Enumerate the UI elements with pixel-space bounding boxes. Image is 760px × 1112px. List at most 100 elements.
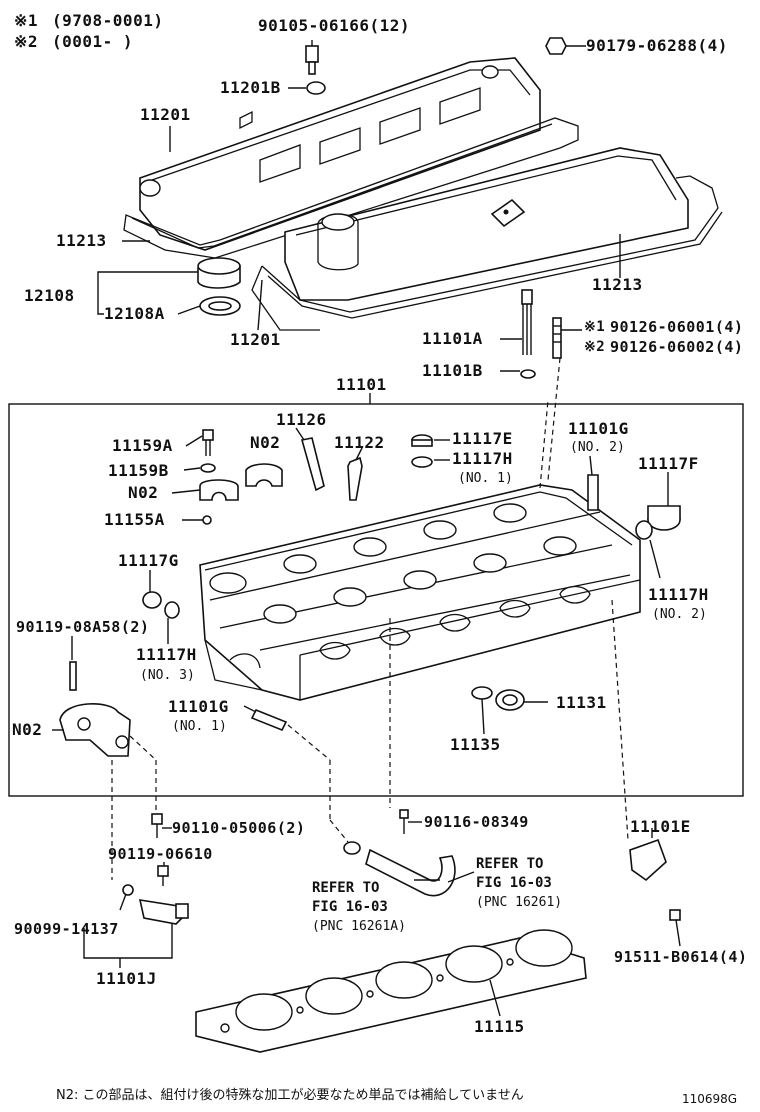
part-90105-06166: 90105-06166(12) bbox=[258, 16, 410, 35]
bolt-90105 bbox=[305, 45, 319, 75]
cylinder-head bbox=[199, 484, 641, 701]
part-11101g-no2-note: (NO. 2) bbox=[570, 440, 625, 455]
part-11159a: 11159A bbox=[112, 436, 173, 455]
part-11117f: 11117F bbox=[638, 454, 699, 473]
bearing-cap-n02-a bbox=[245, 463, 283, 487]
assembly-dashed-lines bbox=[111, 357, 629, 880]
part-11101g-no1: 11101G bbox=[168, 697, 229, 716]
plug-11117g bbox=[142, 591, 162, 609]
part-91511-b0614: 91511-B0614(4) bbox=[614, 948, 748, 966]
plug-11117e bbox=[411, 434, 433, 447]
variant2-mark: ※2 bbox=[14, 32, 39, 51]
part-11155a: 11155A bbox=[104, 510, 165, 529]
part-11101j: 11101J bbox=[96, 969, 157, 988]
cover-gasket-right bbox=[251, 175, 723, 331]
washer-11101b bbox=[520, 369, 536, 379]
part-11117h-no2-note: (NO. 2) bbox=[652, 607, 707, 622]
part-90179-06288: 90179-06288(4) bbox=[586, 36, 728, 55]
part-11101: 11101 bbox=[336, 375, 387, 394]
part-90126-06002: 90126-06002(4) bbox=[610, 338, 744, 356]
part-12108: 12108 bbox=[24, 286, 75, 305]
figure-code: 110698G bbox=[682, 1092, 738, 1106]
refer-to-right-pnc: (PNC 16261) bbox=[476, 895, 563, 910]
housing-n02-c bbox=[59, 661, 131, 757]
part-n02-a: N02 bbox=[250, 433, 281, 452]
head-gasket-11115 bbox=[195, 929, 587, 1053]
sensor-11101e bbox=[629, 838, 681, 921]
part-11135: 11135 bbox=[450, 735, 501, 754]
part-11117e: 11117E bbox=[452, 429, 513, 448]
footnote-n2: N2: この部品は、組付け後の特殊な加工が必要なため単品では補給していません bbox=[56, 1088, 524, 1103]
part-90099-14137: 90099-14137 bbox=[14, 920, 119, 938]
plug-11117f bbox=[647, 505, 681, 531]
cylinder-head-cover-upper bbox=[139, 57, 541, 251]
cylinder-head-group-box bbox=[8, 403, 744, 797]
refer-to-left-line2: FIG 16-03 bbox=[312, 899, 388, 915]
part-11213-right: 11213 bbox=[592, 275, 643, 294]
variant2-range: (0001- ) bbox=[52, 32, 134, 51]
nut-90179 bbox=[545, 37, 567, 55]
grommet-11201b bbox=[306, 81, 326, 95]
stud-bolt-90126 bbox=[552, 317, 562, 359]
variant1-stud-mark: ※1 bbox=[584, 319, 606, 335]
oil-filler-gasket bbox=[199, 296, 241, 316]
seal-11131 bbox=[495, 689, 525, 711]
valve-guide-11126 bbox=[300, 437, 325, 492]
cover-gasket-left bbox=[123, 117, 579, 259]
leader-lines bbox=[52, 40, 681, 1017]
valve-guide-11122 bbox=[347, 456, 363, 501]
part-n02-b: N02 bbox=[128, 483, 159, 502]
part-11101e: 11101E bbox=[630, 817, 691, 836]
part-11101b: 11101B bbox=[422, 361, 483, 380]
seal-11117h-no2 bbox=[635, 520, 653, 540]
dowel-11101g-no2 bbox=[587, 474, 599, 511]
part-11201-mid: 11201 bbox=[230, 330, 281, 349]
seal-11117h-no3 bbox=[164, 601, 180, 619]
bolt-90119-06610 bbox=[157, 865, 169, 886]
part-11126: 11126 bbox=[276, 410, 327, 429]
pin-11155a bbox=[202, 515, 212, 525]
part-11122: 11122 bbox=[334, 433, 385, 452]
hose-clamp bbox=[343, 841, 361, 855]
part-11115: 11115 bbox=[474, 1017, 525, 1036]
ring-11135 bbox=[471, 686, 493, 700]
variant1-mark: ※1 bbox=[14, 11, 39, 30]
part-11159b: 11159B bbox=[108, 461, 169, 480]
variant2-stud-mark: ※2 bbox=[584, 339, 606, 355]
part-n02-c: N02 bbox=[12, 720, 43, 739]
part-11201-top: 11201 bbox=[140, 105, 191, 124]
bolt-90116 bbox=[399, 809, 409, 834]
part-11117h-no1-note: (NO. 1) bbox=[458, 471, 513, 486]
bearing-cap-n02-b bbox=[199, 479, 239, 501]
part-11101g-no2: 11101G bbox=[568, 419, 629, 438]
sensor-11101j bbox=[138, 899, 189, 925]
part-90116-08349: 90116-08349 bbox=[424, 813, 529, 831]
part-11213-left: 11213 bbox=[56, 231, 107, 250]
part-11201b: 11201B bbox=[220, 78, 281, 97]
part-90110-05006: 90110-05006(2) bbox=[172, 819, 306, 837]
dowel-11101g-no1 bbox=[250, 708, 288, 732]
part-11117h-no3-note: (NO. 3) bbox=[140, 668, 195, 683]
part-11131: 11131 bbox=[556, 693, 607, 712]
part-90119-08a58: 90119-08A58(2) bbox=[16, 618, 150, 636]
part-11117h-no2: 11117H bbox=[648, 585, 709, 604]
washer-11159b bbox=[200, 463, 216, 473]
refer-to-left-line1: REFER TO bbox=[312, 880, 380, 896]
bolt-90110 bbox=[151, 813, 163, 838]
oil-filler-cap bbox=[197, 257, 241, 289]
part-11101a: 11101A bbox=[422, 329, 483, 348]
o-ring-90099 bbox=[122, 884, 134, 896]
variant1-range: (9708-0001) bbox=[52, 11, 164, 30]
cylinder-head-cover-lower bbox=[284, 147, 689, 301]
refer-to-right-line2: FIG 16-03 bbox=[476, 875, 552, 891]
refer-to-right-line1: REFER TO bbox=[476, 856, 544, 872]
part-11117h-no1: 11117H bbox=[452, 449, 513, 468]
part-11117g: 11117G bbox=[118, 551, 179, 570]
part-12108a: 12108A bbox=[104, 304, 165, 323]
part-11101g-no1-note: (NO. 1) bbox=[172, 719, 227, 734]
part-90119-06610: 90119-06610 bbox=[108, 845, 213, 863]
refer-to-left-pnc: (PNC 16261A) bbox=[312, 919, 406, 934]
seal-11117h-no1 bbox=[411, 456, 433, 468]
